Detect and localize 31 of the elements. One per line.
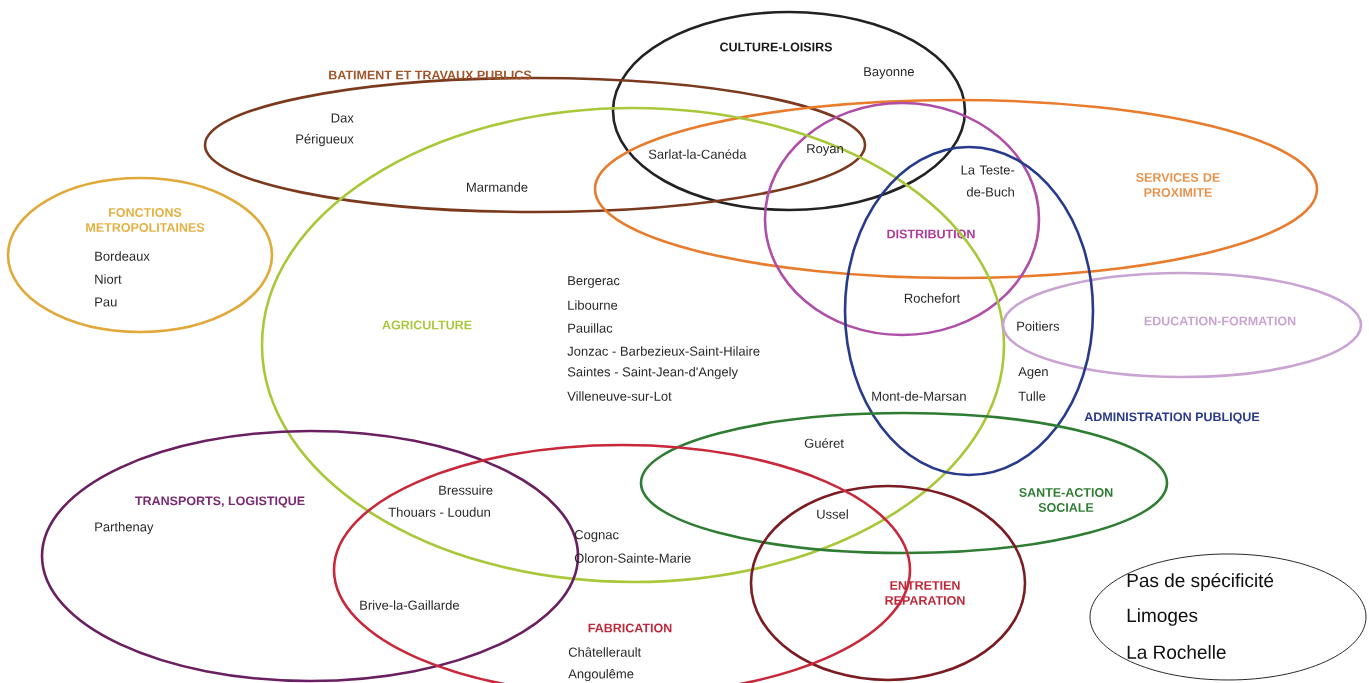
city-name: Châtellerault <box>568 647 642 657</box>
city-name: Mont-de-Marsan <box>872 391 966 401</box>
city-name: Niort <box>95 274 122 284</box>
city-name: Bordeaux <box>95 251 150 261</box>
city-name: Dax <box>331 113 354 123</box>
city-name: Rochefort <box>904 293 961 303</box>
city-name: Agen <box>1018 367 1048 379</box>
city-name: Royan <box>807 144 843 156</box>
city-name: Pau <box>95 297 117 307</box>
city-name: Bressuire <box>439 485 493 495</box>
city-name: Bayonne <box>864 67 914 79</box>
city-name: Brive-la-Gaillarde <box>360 600 460 610</box>
city-name: Jonzac - Barbezieux-Saint-Hilaire <box>567 346 760 356</box>
node-label: ADMINISTRATION PUBLIQUE <box>1084 412 1260 424</box>
city-name: Marmande <box>467 182 528 192</box>
city-name: Saintes - Saint-Jean-d'Angely <box>567 366 738 380</box>
city-name: Tulle <box>1018 391 1046 401</box>
city-name: Pauillac <box>568 323 613 333</box>
city-name: Poitiers <box>1017 321 1060 331</box>
city-name: Thouars - Loudun <box>388 507 490 517</box>
city-name: Guéret <box>804 438 844 448</box>
city-name: Villeneuve-sur-Lot <box>567 391 672 401</box>
city-name: Sarlat-la-Canéda <box>648 149 747 159</box>
city-name: Bergerac <box>568 276 620 288</box>
city-name: Angoulême <box>568 668 634 682</box>
city-name: Périgueux <box>296 133 354 147</box>
city-name: Parthenay <box>95 521 154 535</box>
city-name: Libourne <box>568 300 618 310</box>
city-name: Ussel <box>817 509 848 519</box>
city-name: La Teste- de-Buch <box>961 165 1015 197</box>
city-name: Cognac <box>574 530 619 542</box>
